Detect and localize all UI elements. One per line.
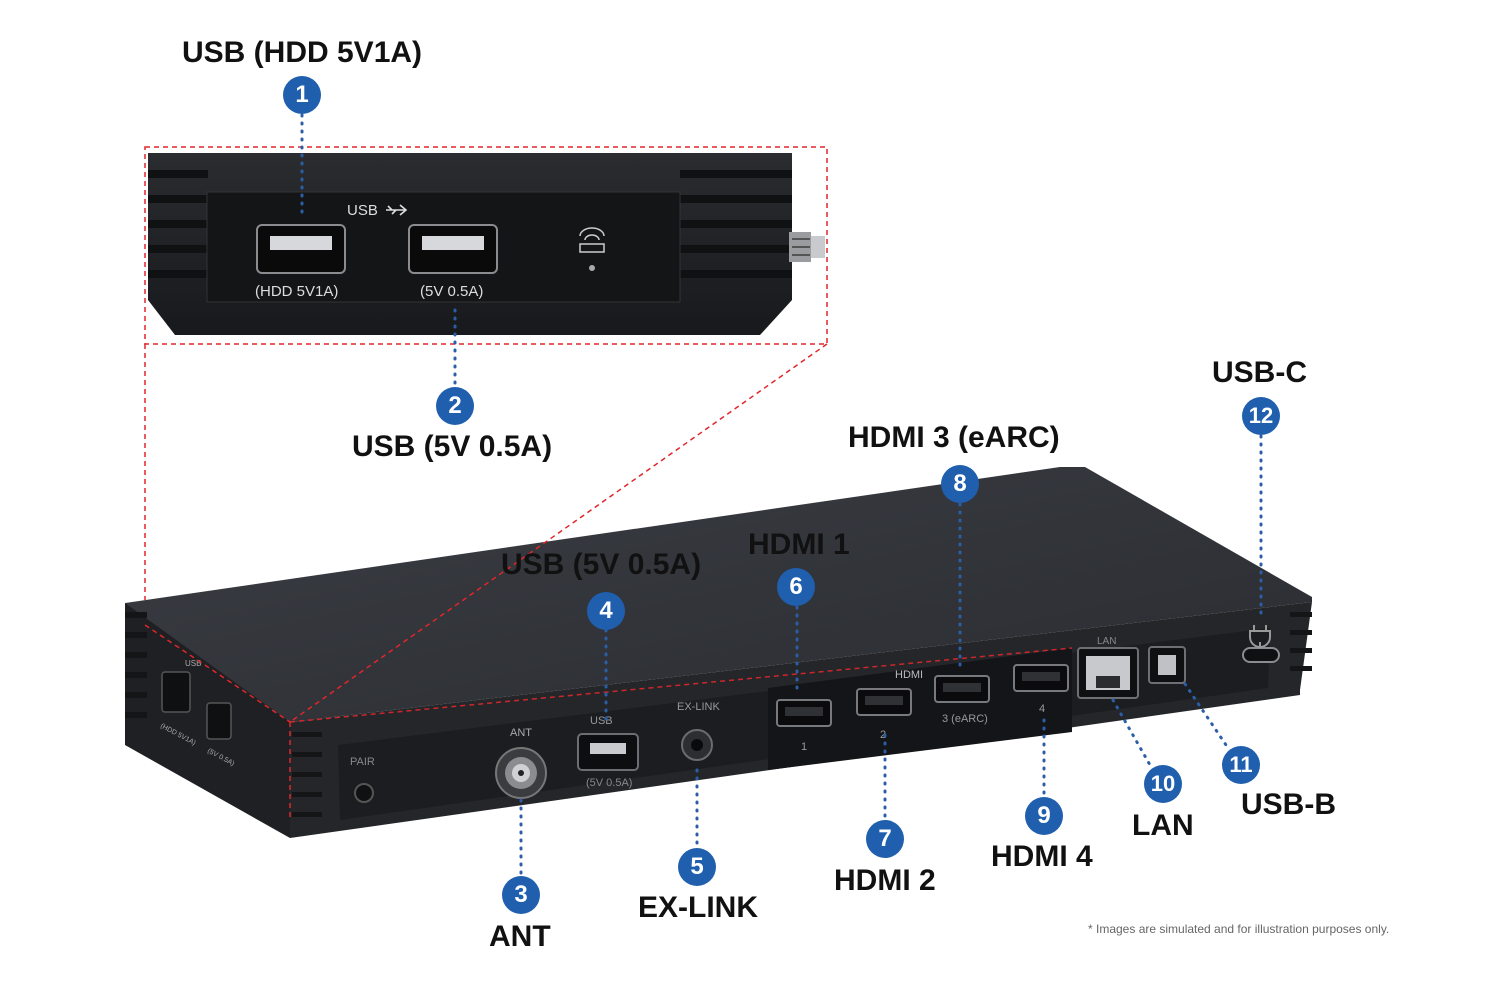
callout-10-label: LAN (1132, 809, 1194, 842)
inset-usb-logo: USB (347, 202, 378, 219)
callout-9-badge: 9 (1025, 797, 1063, 835)
callout-1-label: USB (HDD 5V1A) (182, 36, 423, 69)
hdmi-4-number: 4 (1039, 703, 1045, 715)
callout-6-badge: 6 (777, 568, 815, 606)
inset-coax-stub (789, 232, 825, 262)
callout-1-badge: 1 (283, 76, 321, 114)
hdmi-1-number: 1 (801, 741, 807, 753)
callout-7-label: HDMI 2 (834, 864, 936, 897)
pair-button (354, 783, 374, 803)
side-usb-logo: USB (185, 659, 201, 668)
callout-4-badge: 4 (587, 592, 625, 630)
ant-label: ANT (510, 727, 532, 739)
exlink-jack: EX-LINK (677, 701, 720, 761)
inset-port2-caption: (5V 0.5A) (420, 283, 483, 300)
remote-pair-icon (579, 227, 605, 253)
inset-led (589, 265, 595, 271)
power-plug-icon (1249, 625, 1271, 648)
hdmi-port-2: 2 (856, 688, 912, 741)
callout-8-label: HDMI 3 (eARC) (848, 421, 1060, 454)
media-box: USB (HDD 5V1A) (5V 0.5A) PAIR ANT USB (5… (125, 467, 1312, 838)
lan-label: LAN (1097, 636, 1116, 647)
lan-port: LAN (1077, 636, 1139, 699)
callout-2-label: USB (5V 0.5A) (352, 430, 553, 463)
hdmi-port-3: 3 (eARC) (934, 675, 990, 725)
right-vents (1290, 612, 1312, 671)
inset-port1-caption: (HDD 5V1A) (255, 283, 338, 300)
callout-8-badge: 8 (941, 465, 979, 503)
inset-usb-port-1 (256, 224, 346, 274)
antenna-connector: ANT (495, 727, 547, 799)
usb-c-port (1242, 625, 1280, 663)
zoom-frame (144, 146, 828, 345)
pair-label: PAIR (350, 756, 375, 768)
callout-11-badge: 11 (1222, 746, 1260, 784)
hdmi-3-number: 3 (eARC) (942, 713, 988, 725)
callout-5-label: EX-LINK (638, 891, 758, 924)
front-left-vents (292, 732, 322, 817)
exlink-label: EX-LINK (677, 701, 720, 713)
hdmi-2-number: 2 (880, 729, 886, 741)
callout-12-label: USB-C (1212, 356, 1307, 389)
disclaimer-note: * Images are simulated and for illustrat… (1088, 922, 1390, 936)
callout-2-badge: 2 (436, 387, 474, 425)
callout-3-label: ANT (489, 920, 551, 953)
callout-5-badge: 5 (678, 848, 716, 886)
side-usb-port-2 (206, 702, 232, 740)
inset-usb-port-2 (408, 224, 498, 274)
front-usb-caption: (5V 0.5A) (586, 777, 632, 789)
usb-trident-icon (386, 204, 408, 216)
callout-3-badge: 3 (502, 876, 540, 914)
device-top-surface (125, 467, 1312, 722)
hdmi-port-1: 1 (776, 699, 832, 753)
left-vents (125, 612, 147, 718)
callout-12-badge: 12 (1242, 397, 1280, 435)
callout-10-badge: 10 (1144, 765, 1182, 803)
side-usb-port-1 (161, 671, 191, 713)
hdmi-port-4: 4 (1013, 664, 1069, 715)
front-usb-label: USB (590, 715, 613, 727)
callout-11-label: USB-B (1241, 788, 1336, 821)
callout-4-label: USB (5V 0.5A) (501, 548, 702, 581)
hdmi-group: HDMI 1 2 3 (eARC) 4 (768, 648, 1072, 770)
hdmi-group-label: HDMI (895, 669, 923, 681)
callout-9-label: HDMI 4 (991, 840, 1093, 873)
callout-7-badge: 7 (866, 820, 904, 858)
usb-b-port (1148, 646, 1186, 684)
callout-6-label: HDMI 1 (748, 528, 850, 561)
leader-lines (300, 113, 1263, 878)
zoom-inset: USB (HDD 5V1A) (5V 0.5A) (144, 146, 1073, 820)
